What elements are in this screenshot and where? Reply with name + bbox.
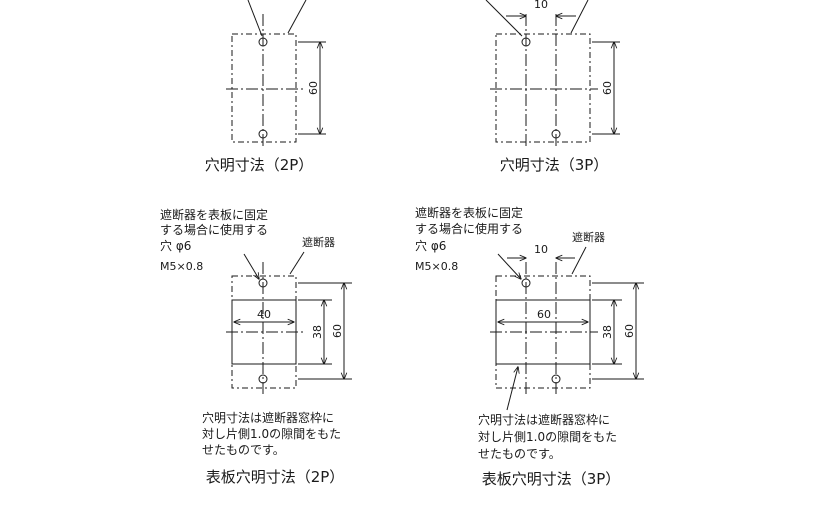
mounting-hole-bottom xyxy=(551,374,561,384)
diagram-hole-dimensions-3p: 10 60 穴明寸法（3P） xyxy=(485,0,620,174)
leader-line-breaker xyxy=(289,251,305,275)
leader-line-hole xyxy=(497,253,521,279)
clearance-note-line: 穴明寸法は遮断器窓枠に xyxy=(478,412,610,427)
leader-line-breaker xyxy=(571,246,587,275)
clearance-note-line: 穴明寸法は遮断器窓枠に xyxy=(202,410,334,425)
diagram-hole-dimensions-2p: 60 穴明寸法（2P） xyxy=(205,0,326,174)
breaker-label: 遮断器 xyxy=(572,230,605,244)
hole-note-line: M5×0.8 xyxy=(415,260,458,273)
caption: 表板穴明寸法（2P） xyxy=(206,468,345,486)
clearance-note-line: 対し片側1.0の隙間をもた xyxy=(202,427,341,441)
diagram-panel-dimensions-2p: 遮断器を表板に固定 する場合に使用する 穴 φ6 M5×0.8 遮断器 40 3… xyxy=(160,207,352,486)
dimension-label-window-height: 38 xyxy=(601,325,614,339)
hole-note-line: する場合に使用する xyxy=(415,221,523,236)
dimension-label-height: 60 xyxy=(307,81,320,95)
dimension-label-height: 60 xyxy=(331,324,344,338)
clearance-note-line: せたものです。 xyxy=(202,443,285,457)
dimension-label-window-height: 38 xyxy=(311,325,324,339)
dimension-label-height: 60 xyxy=(623,324,636,338)
dimension-label-pitch: 10 xyxy=(534,243,548,256)
diagram-panel-dimensions-3p: 遮断器を表板に固定 する場合に使用する 穴 φ6 M5×0.8 遮断器 10 6… xyxy=(415,205,644,488)
caption: 表板穴明寸法（3P） xyxy=(482,470,621,488)
leader-line xyxy=(287,0,307,34)
mounting-hole-top xyxy=(521,278,531,288)
dimension-label-height: 60 xyxy=(601,81,614,95)
hole-note-line: 穴 φ6 xyxy=(160,238,191,253)
dimension-label-window-width: 40 xyxy=(257,308,271,321)
dimension-label-window-width: 60 xyxy=(537,308,551,321)
mounting-hole-bottom xyxy=(258,129,268,139)
mounting-hole-bottom xyxy=(551,129,561,139)
clearance-note-line: 対し片側1.0の隙間をもた xyxy=(478,430,617,444)
hole-note-line: 遮断器を表板に固定 xyxy=(415,205,523,220)
mounting-hole-bottom xyxy=(258,374,268,384)
breaker-outline xyxy=(231,33,297,143)
leader-line xyxy=(570,0,589,34)
mounting-hole-top xyxy=(258,37,268,47)
leader-line-hole xyxy=(243,253,259,279)
caption: 穴明寸法（2P） xyxy=(205,156,314,174)
mounting-hole-top xyxy=(258,278,268,288)
leader-line-window xyxy=(506,367,518,411)
clearance-note-line: せたものです。 xyxy=(478,447,561,461)
leader-line xyxy=(247,0,263,37)
breaker-outline xyxy=(495,33,591,143)
mounting-hole-top xyxy=(521,37,531,47)
hole-note-line: M5×0.8 xyxy=(160,260,203,273)
leader-line xyxy=(485,0,523,37)
hole-note-line: 穴 φ6 xyxy=(415,238,446,253)
dimension-label-pitch: 10 xyxy=(534,0,548,11)
hole-note-line: する場合に使用する xyxy=(160,222,268,237)
breaker-label: 遮断器 xyxy=(302,235,335,249)
hole-note-line: 遮断器を表板に固定 xyxy=(160,207,268,222)
caption: 穴明寸法（3P） xyxy=(500,156,609,174)
